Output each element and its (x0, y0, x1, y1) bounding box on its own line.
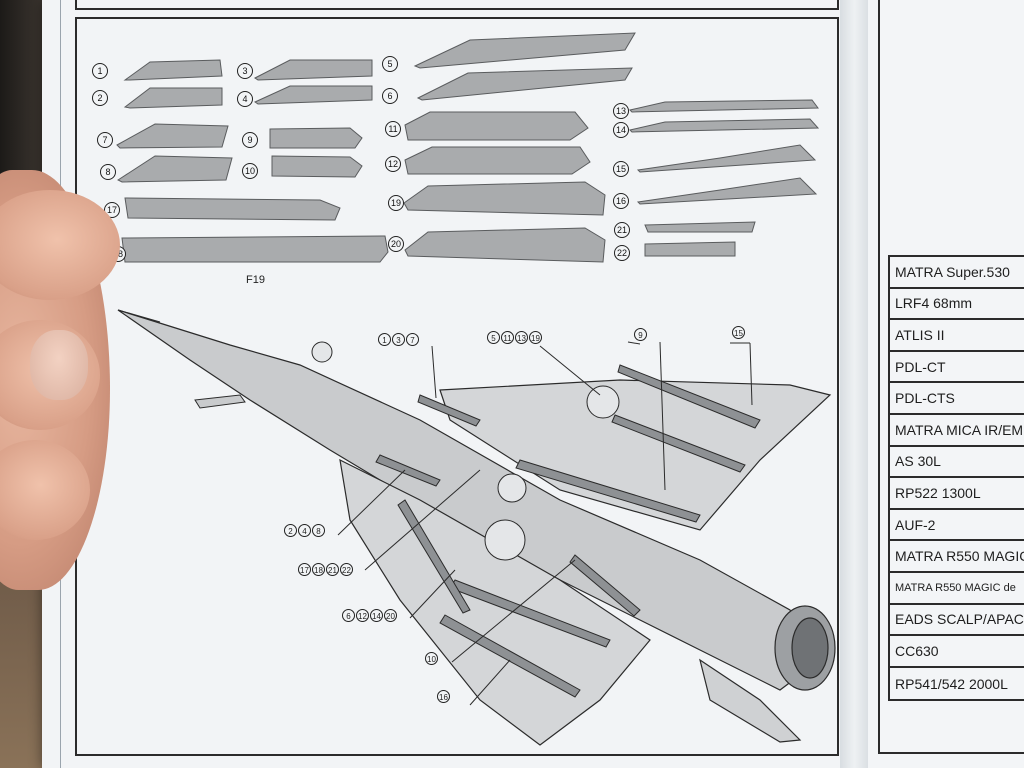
part-number-label: 20 (388, 236, 404, 252)
part-13-shape (629, 99, 819, 113)
part-4-shape (253, 85, 373, 105)
part-8-shape (116, 155, 233, 183)
part-14-shape (629, 118, 820, 133)
part-21-shape (644, 221, 756, 233)
weapons-row: MATRA R550 MAGIC de (890, 573, 1024, 605)
part-number-label: 2 (92, 90, 108, 106)
part-number-label: 4 (237, 91, 253, 107)
part-number-label: 14 (613, 122, 629, 138)
weapons-row: EADS SCALP/APACHE (890, 605, 1024, 637)
part-2-shape (123, 87, 223, 109)
part-number-label: 22 (614, 245, 630, 261)
part-7-shape (116, 123, 229, 149)
weapons-row: MATRA MICA IR/EM (890, 415, 1024, 447)
weapons-row: MATRA Super.530 (890, 257, 1024, 289)
weapons-row: LRF4 68mm (890, 289, 1024, 321)
callout-label: 10 (425, 652, 439, 665)
part-17-shape (124, 197, 341, 221)
aircraft-tail-fin (699, 658, 802, 743)
weapons-row: AS 30L (890, 447, 1024, 479)
facing-page-frame (878, 0, 1024, 754)
part-20-shape (404, 227, 606, 263)
part-16-shape (636, 177, 818, 205)
part-19-shape (403, 181, 606, 216)
main-wheel-left (484, 519, 526, 561)
part-11-shape (404, 111, 589, 141)
part-number-label: 1 (92, 63, 108, 79)
part-12-shape (404, 146, 591, 175)
part-number-label: 5 (382, 56, 398, 72)
part-number-label: 8 (100, 164, 116, 180)
weapons-row: ATLIS II (890, 320, 1024, 352)
part-number-label: 10 (242, 163, 258, 179)
callout-label: 15 (732, 326, 746, 339)
part-number-label: 21 (614, 222, 630, 238)
part-number-label: 7 (97, 132, 113, 148)
part-number-label: 11 (385, 121, 401, 137)
weapons-row: PDL-CTS (890, 383, 1024, 415)
finger (0, 190, 120, 300)
facing-page (868, 0, 1024, 768)
thumbnail (30, 330, 88, 400)
weapons-row: AUF-2 (890, 510, 1024, 542)
part-number-label: 3 (237, 63, 253, 79)
part-number-label: 12 (385, 156, 401, 172)
nose-wheel (311, 341, 333, 363)
callout-label: 16 (437, 690, 451, 703)
part-22-shape (644, 241, 736, 257)
weapons-row: RP541/542 2000L (895, 675, 1008, 692)
sprue-label: F19 (246, 274, 265, 286)
part-1-shape (123, 59, 223, 81)
main-wheel-right (586, 385, 620, 419)
part-5-shape (413, 32, 636, 69)
weapons-row: RP522 1300L (890, 478, 1024, 510)
part-number-label: 9 (242, 132, 258, 148)
part-15-shape (636, 144, 817, 173)
callout-label: 9 (634, 328, 648, 341)
weapons-row: CC630 (890, 636, 1024, 668)
weapons-row: MATRA R550 MAGIC (890, 541, 1024, 573)
part-number-label: 6 (382, 88, 398, 104)
part-10-shape (271, 155, 363, 178)
finger (0, 440, 90, 540)
part-18-shape (121, 235, 389, 263)
upper-panel-frame (75, 0, 839, 10)
part-number-label: 15 (613, 161, 629, 177)
part-number-label: 16 (613, 193, 629, 209)
weapons-table: MATRA Super.530 LRF4 68mm ATLIS II PDL-C… (888, 255, 1024, 702)
weapons-row: PDL-CT (890, 352, 1024, 384)
part-6-shape (416, 67, 633, 101)
part-number-label: 19 (388, 195, 404, 211)
part-9-shape (269, 127, 363, 149)
part-3-shape (254, 59, 373, 81)
part-number-label: 13 (613, 103, 629, 119)
